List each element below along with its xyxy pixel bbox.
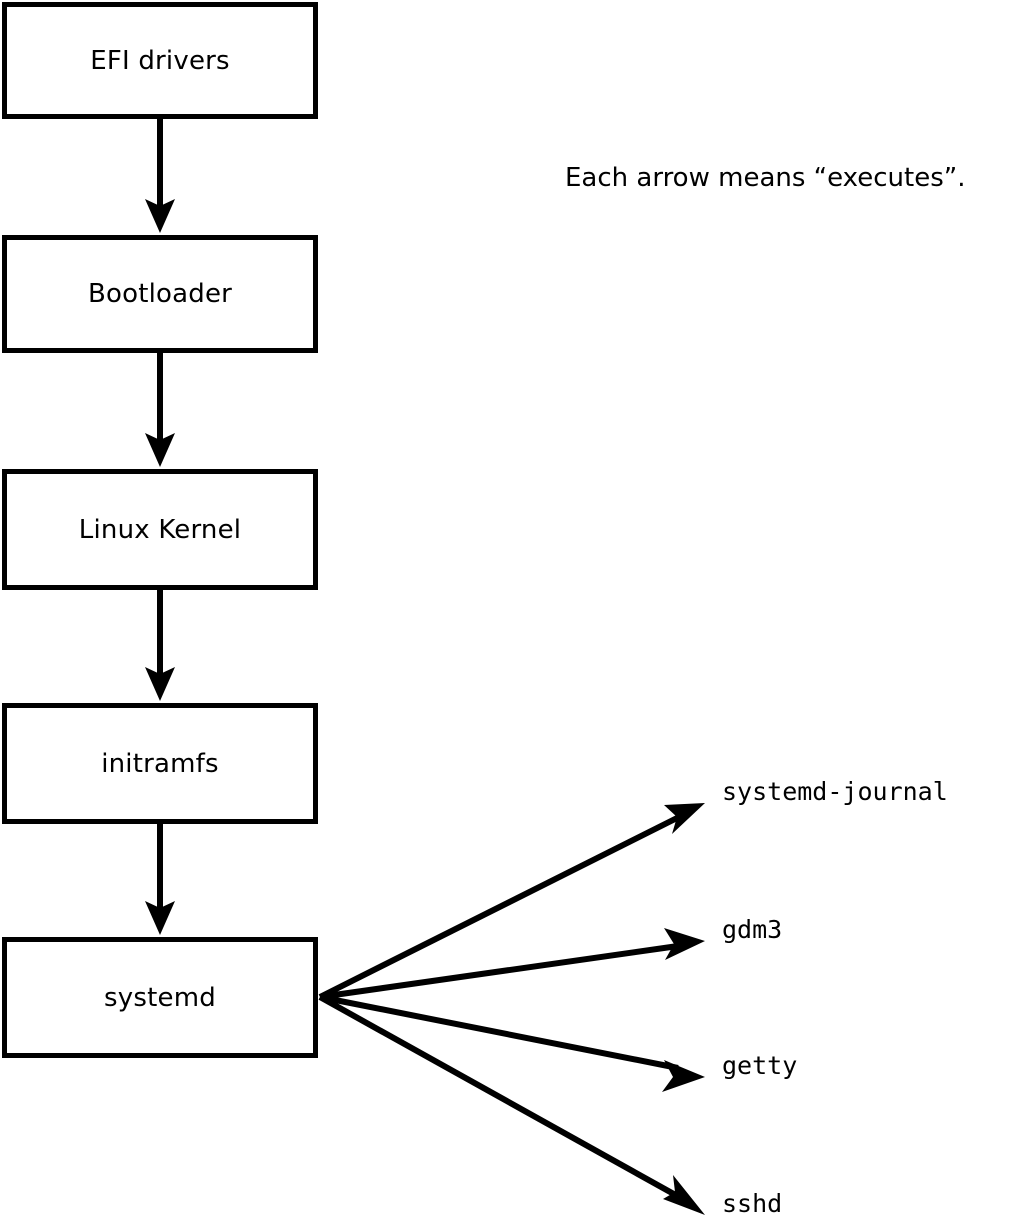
node-efi-drivers[interactable]: EFI drivers (2, 2, 318, 119)
fan-arrow-systemd-journal (318, 803, 705, 1000)
fan-arrow-sshd (318, 994, 705, 1215)
node-label-initramfs: initramfs (101, 748, 219, 779)
node-label-bootloader: Bootloader (87, 279, 233, 309)
node-systemd[interactable]: systemd (2, 937, 318, 1058)
process-label-sshd[interactable]: sshd (722, 1189, 783, 1218)
node-label-linux-kernel: Linux Kernel (78, 514, 242, 545)
node-bootloader[interactable]: Bootloader (2, 235, 318, 353)
node-label-efi-drivers: EFI drivers (90, 45, 230, 76)
node-linux-kernel[interactable]: Linux Kernel (2, 469, 318, 590)
chain-arrow-efi-to-bootloader (145, 119, 175, 233)
fan-arrow-gdm3 (319, 928, 705, 1000)
process-label-gdm3[interactable]: gdm3 (722, 915, 783, 944)
node-label-systemd: systemd (104, 982, 216, 1013)
chain-arrow-bootloader-to-kernel (145, 353, 175, 467)
node-initramfs[interactable]: initramfs (2, 703, 318, 824)
chain-arrow-kernel-to-initramfs (145, 590, 175, 701)
fan-arrow-getty (319, 994, 705, 1092)
process-label-systemd-journal[interactable]: systemd-journal (722, 777, 948, 806)
chain-arrow-initramfs-to-systemd (145, 824, 175, 935)
legend-caption: Each arrow means “executes”. (565, 163, 966, 193)
process-label-getty[interactable]: getty (722, 1051, 798, 1080)
